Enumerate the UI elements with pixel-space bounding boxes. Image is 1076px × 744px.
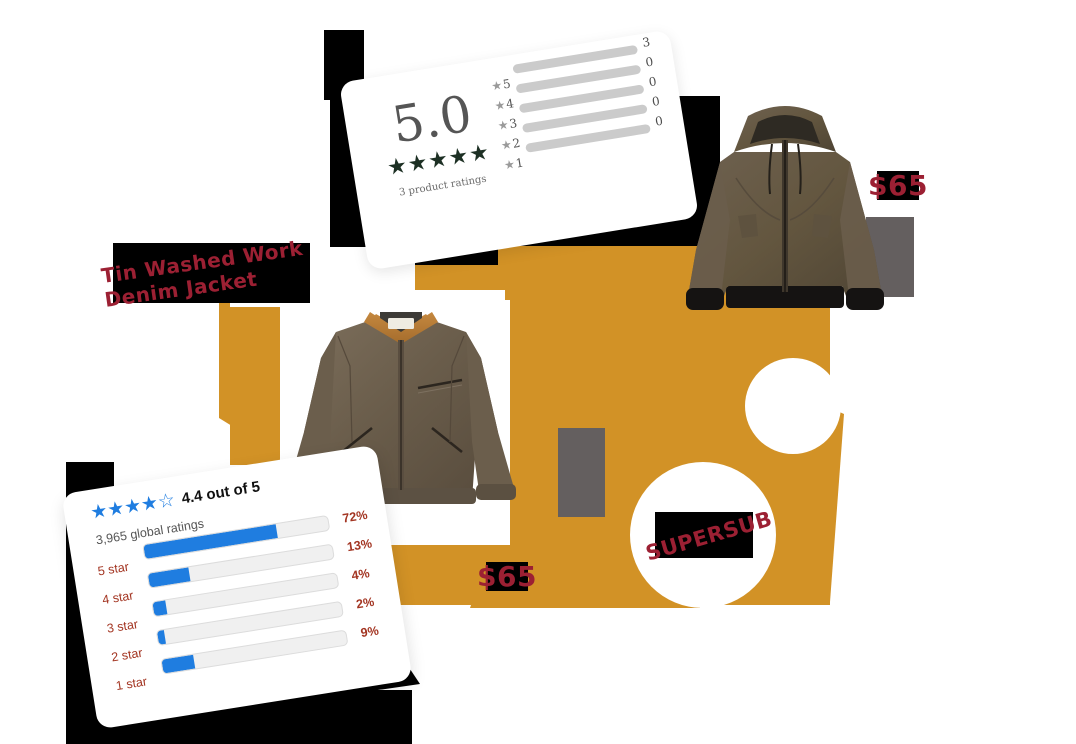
amazon-row-fill: [156, 629, 167, 645]
amazon-row-fill: [152, 600, 168, 617]
ebay-row-star: 2: [511, 135, 522, 151]
amazon-row-percent: 13%: [346, 536, 373, 555]
ebay-score-block: 5.0 ★★★★★ 3 product ratings: [369, 85, 503, 201]
ebay-row-star: 3: [508, 116, 519, 132]
gray-block-center: [558, 428, 605, 517]
brand-stamp-backing-plate: [655, 512, 753, 558]
amazon-row-star: 1 star: [114, 674, 148, 694]
amazon-rating-card: ★★★★☆ 4.4 out of 5 3,965 global ratings …: [61, 444, 413, 730]
ebay-row-count: 3: [641, 34, 652, 50]
price-right-label: $65: [868, 169, 928, 202]
ebay-rating-histogram: ★ 5 3 ★ 4 0 ★ 3 0: [490, 35, 679, 176]
amazon-row-percent: 9%: [359, 623, 380, 641]
amazon-row-fill: [161, 654, 195, 674]
amazon-row-percent: 4%: [350, 566, 371, 583]
price-right-backing-plate: [877, 171, 919, 200]
title-backing-plate: [113, 243, 310, 303]
ebay-row-star: 5: [501, 76, 512, 92]
amazon-stars-icon: ★★★★☆: [88, 488, 177, 524]
amazon-rating-header: ★★★★☆ 4.4 out of 5: [88, 477, 262, 524]
amazon-score-label: 4.4 out of 5: [180, 478, 262, 508]
ebay-row-star: 4: [505, 96, 515, 112]
amazon-row-percent: 72%: [341, 507, 369, 526]
orange-left-tail: [219, 300, 274, 452]
hoodie-photo: [686, 106, 884, 310]
ebay-row-star: 1: [514, 155, 525, 171]
white-circle-upper: [745, 358, 841, 454]
amazon-row-percent: 2%: [355, 594, 376, 612]
price-bottom-backing-plate: [486, 562, 528, 591]
price-bottom-label: $65: [477, 560, 537, 593]
